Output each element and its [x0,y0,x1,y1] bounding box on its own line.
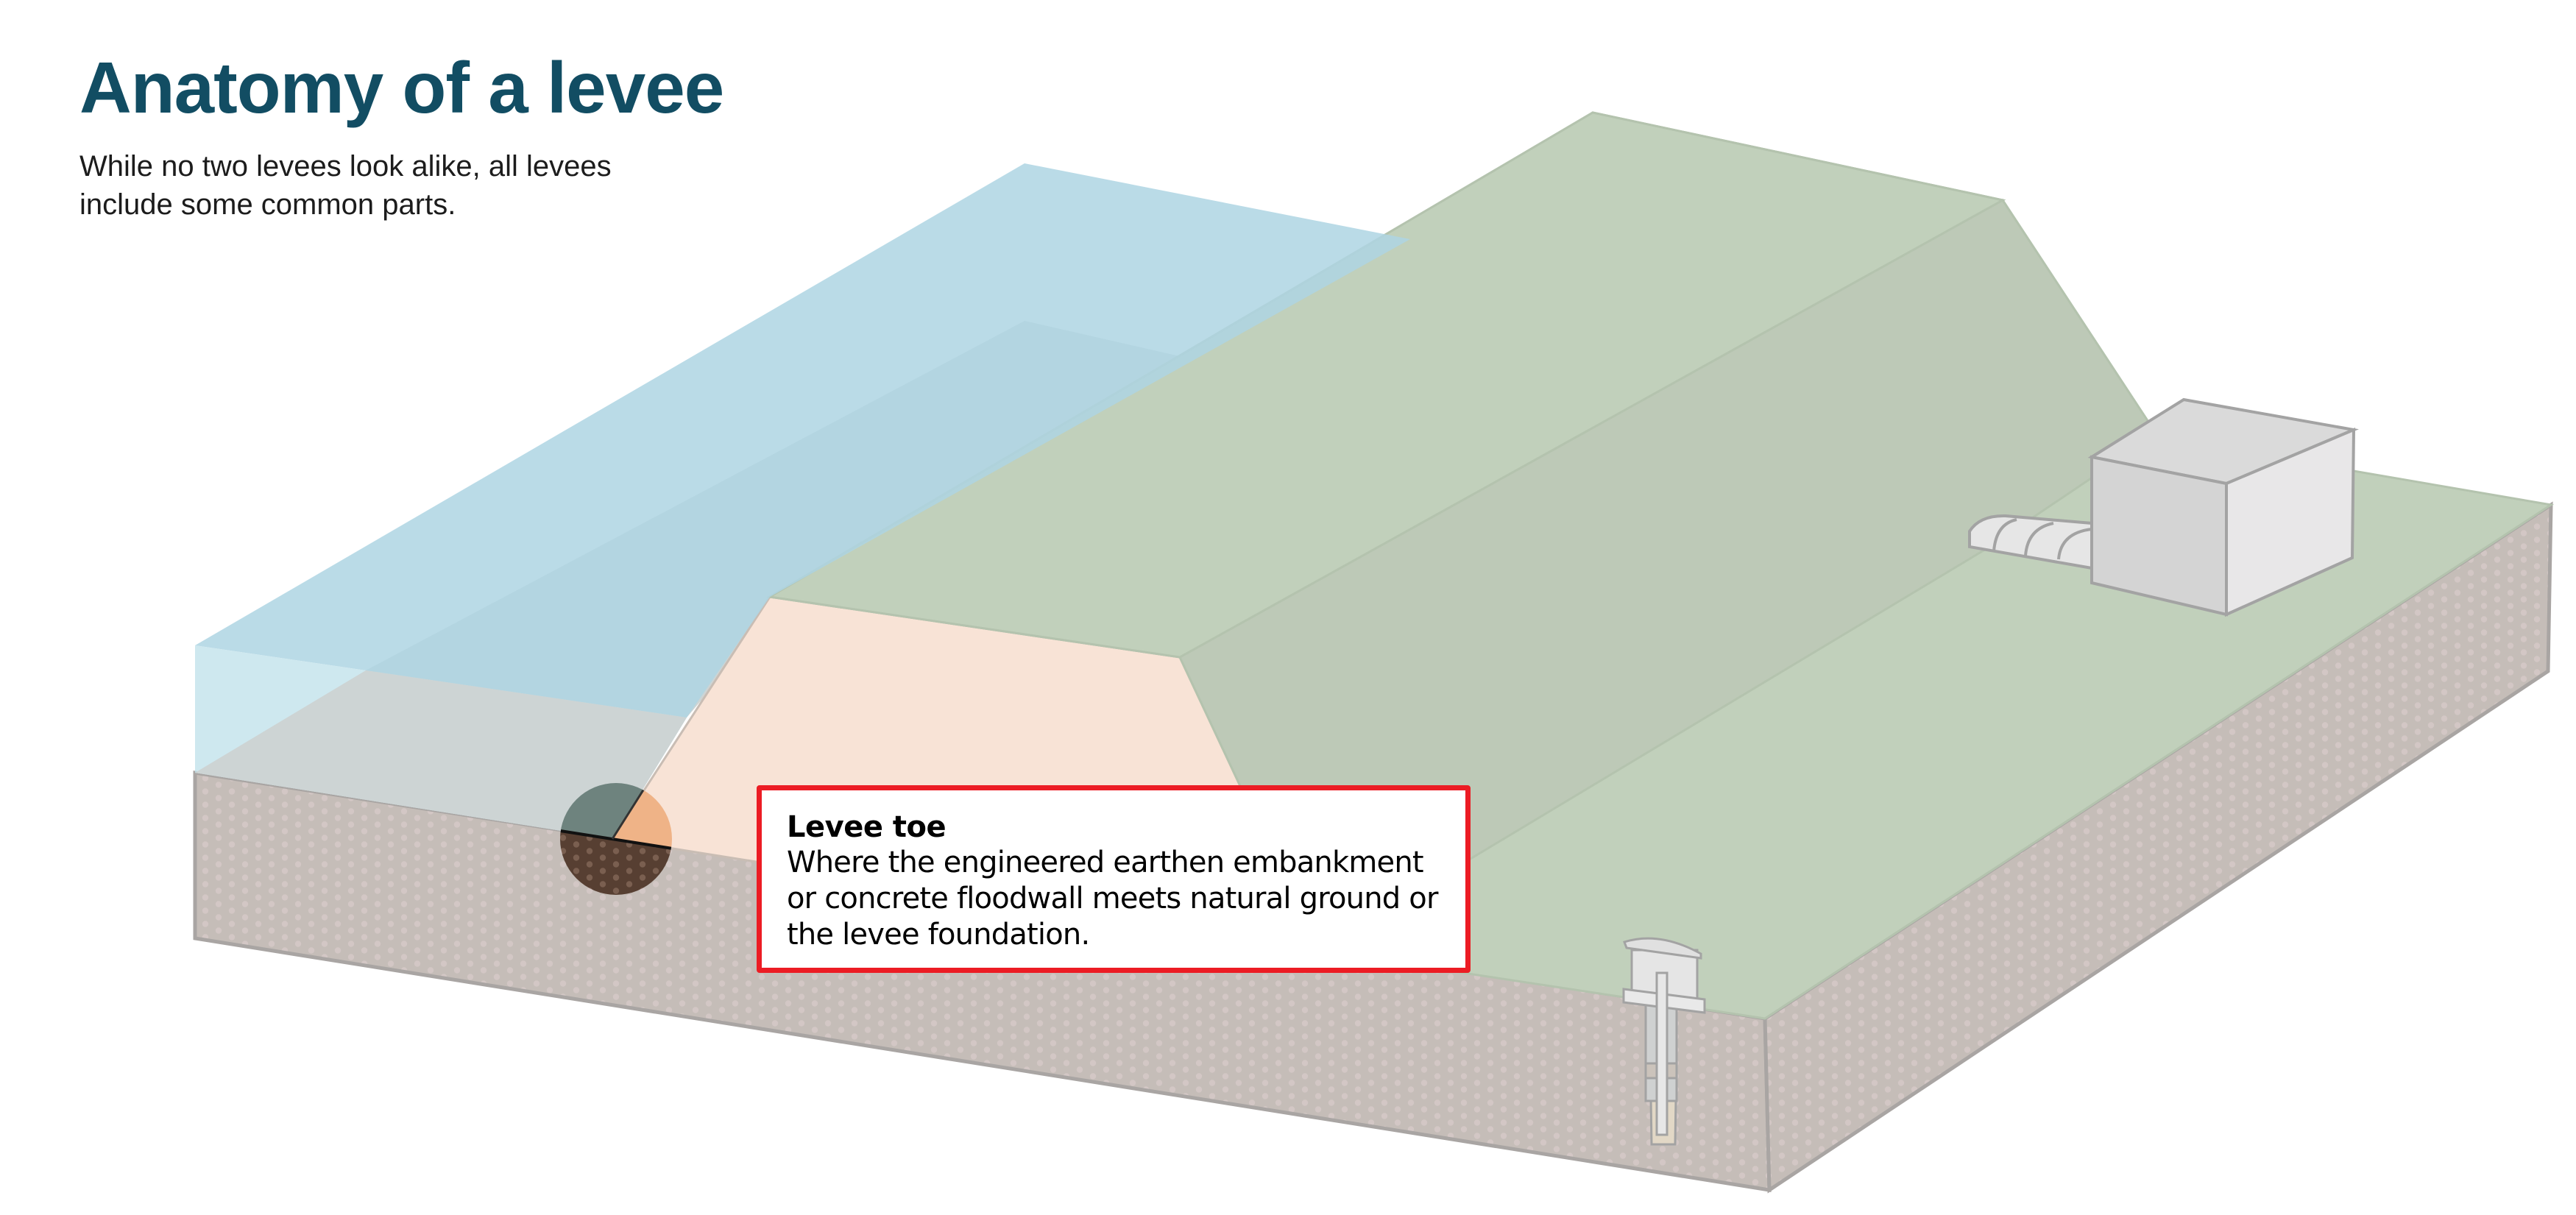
page-subtitle: While no two levees look alike, all leve… [79,150,612,221]
pump-station [2087,397,2360,617]
levee-toe-callout: Levee toe Where the engineered earthen e… [757,785,1471,973]
relief-well [1622,937,1706,1146]
levee-toe-marker[interactable] [556,783,677,905]
callout-body: Where the engineered earthen embankment … [787,846,1438,952]
river-water [195,163,1410,839]
drainage-pipe [1968,514,2093,570]
callout-title: Levee toe [787,810,946,844]
page-title: Anatomy of a levee [79,47,724,128]
